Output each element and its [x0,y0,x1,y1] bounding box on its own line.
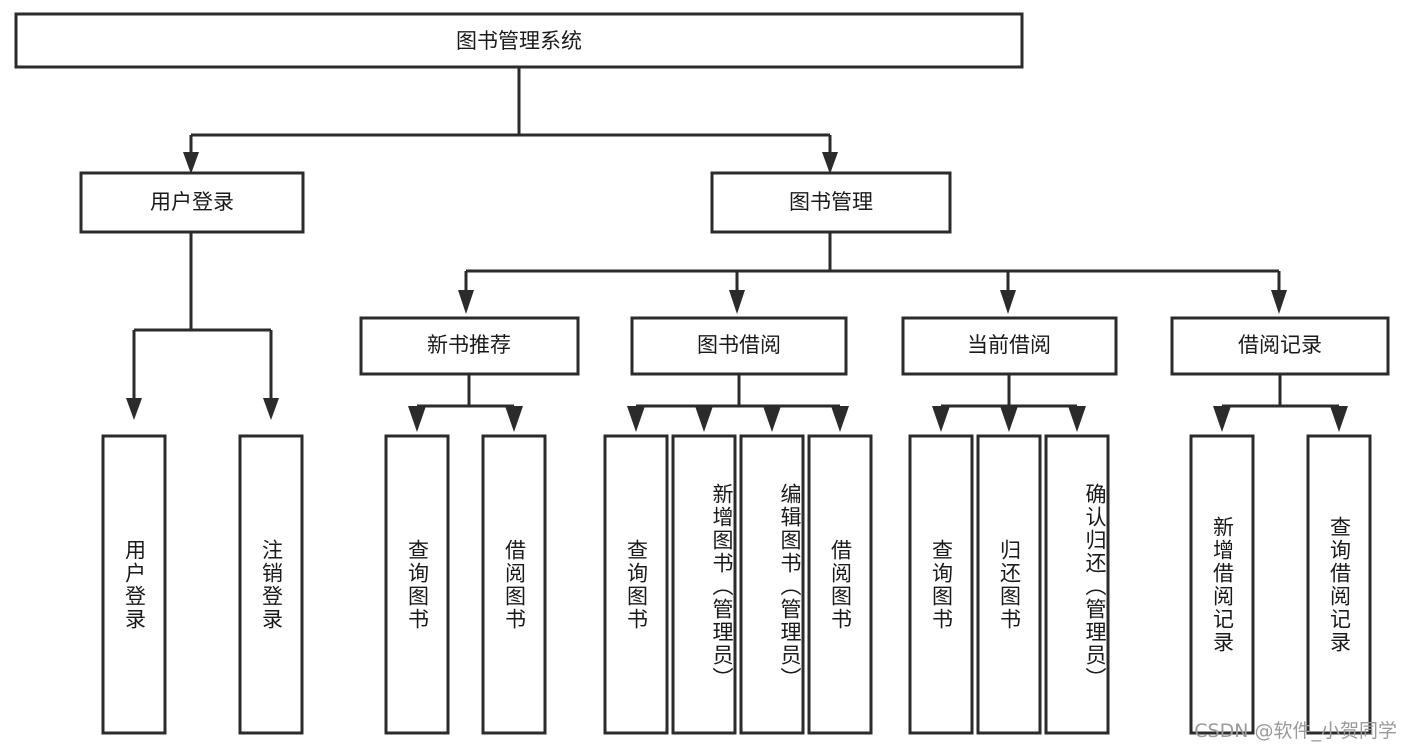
leaf-box-user-login[interactable] [101,434,167,735]
arrow-leaf-query-book-3 [932,406,950,432]
node-user-login-box[interactable] [79,171,305,234]
leaf-box-query-book-1[interactable] [384,434,450,735]
node-book-management-label: 图书管理 [789,190,873,214]
node-borrow-record-box[interactable] [1170,316,1390,376]
node-root-label: 图书管理系统 [456,29,582,53]
leaf-box-confirm-return[interactable] [1044,434,1110,735]
leaf-box-borrow-book-1[interactable] [481,434,547,735]
node-current-borrow-label: 当前借阅 [967,333,1051,357]
node-user-login-label: 用户登录 [150,190,234,214]
arrow-leaf-borrow-book-2 [831,406,849,432]
node-book-management-box[interactable] [710,171,952,234]
node-book-borrow-box[interactable] [630,316,848,376]
arrow-leaf-add-record [1213,406,1231,432]
leaf-box-borrow-book-2[interactable] [807,434,873,735]
arrow-to-borrow-record [1271,290,1287,314]
leaf-box-query-book-2[interactable] [603,434,669,735]
arrow-leaf-query-book-2 [627,406,645,432]
arrow-leaf-add-book [695,406,713,432]
node-current-borrow-box[interactable] [901,316,1118,376]
node-new-book-recommend-label: 新书推荐 [427,333,511,357]
node-root-box[interactable] [14,12,1024,69]
node-borrow-record-label: 借阅记录 [1238,333,1322,357]
arrow-leaf-user-login [126,398,142,420]
node-book-borrow-label: 图书借阅 [697,333,781,357]
arrow-leaf-edit-book [763,406,781,432]
arrow-to-current-borrow [1000,290,1016,314]
node-new-book-recommend-box[interactable] [359,316,580,376]
leaf-box-return-book[interactable] [976,434,1042,735]
arrow-leaf-borrow-book-1 [505,406,523,432]
leaf-box-add-book[interactable] [671,434,737,735]
leaf-box-add-record[interactable] [1189,434,1255,735]
arrow-to-book-borrow [729,290,745,314]
leaf-box-query-record[interactable] [1306,434,1372,735]
arrow-to-user-login [183,152,199,174]
arrow-to-new-book [458,290,474,314]
arrow-leaf-query-book-1 [408,406,426,432]
arrow-leaf-confirm-return [1068,406,1086,432]
leaf-box-edit-book[interactable] [739,434,805,735]
arrow-to-book-management [822,152,838,174]
arrow-leaf-return-book [1000,406,1018,432]
leaf-box-user-logout[interactable] [238,434,304,735]
arrow-leaf-query-record [1330,406,1348,432]
leaf-box-query-book-3[interactable] [908,434,974,735]
arrow-leaf-user-logout [263,398,279,420]
